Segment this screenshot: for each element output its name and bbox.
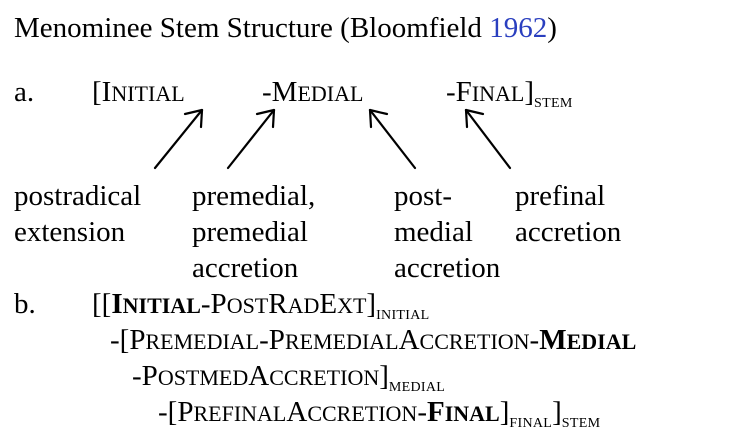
part-b-line4: -[PREFINALACCRETION-FINAL]FINAL]STEM: [158, 396, 601, 431]
part-b-line1: [[INITIAL-POSTRADEXT]INITIAL: [92, 288, 430, 323]
title-text: Menominee Stem Structure (Bloomfield: [14, 12, 490, 44]
arrow-premedial: [226, 108, 276, 170]
arrow-prefinal: [464, 108, 512, 170]
annotation-postmedial: post- medial accretion: [394, 180, 501, 284]
part-b-line2: -[PREMEDIAL-PREMEDIALACCRETION-MEDIAL: [110, 324, 637, 356]
part-b-line3: -POSTMEDACCRETION]MEDIAL: [132, 360, 446, 395]
annotation-postradical: postradical extension: [14, 180, 142, 248]
annotation-premedial: premedial, premedial accretion: [192, 180, 316, 284]
stem-final: -FINAL]STEM: [446, 76, 573, 111]
stem-initial: [INITIAL: [92, 76, 185, 108]
arrow-postmedial: [368, 108, 417, 170]
citation-link[interactable]: 1962: [489, 12, 548, 44]
part-b-label: b.: [14, 288, 36, 320]
annotation-prefinal: prefinal accretion: [515, 180, 622, 248]
figure-title: Menominee Stem Structure (Bloomfield 196…: [14, 14, 557, 43]
stem-medial: -MEDIAL: [262, 76, 364, 108]
arrow-postradical: [153, 108, 204, 170]
part-a-label: a.: [14, 76, 35, 108]
title-close: ): [547, 12, 557, 44]
